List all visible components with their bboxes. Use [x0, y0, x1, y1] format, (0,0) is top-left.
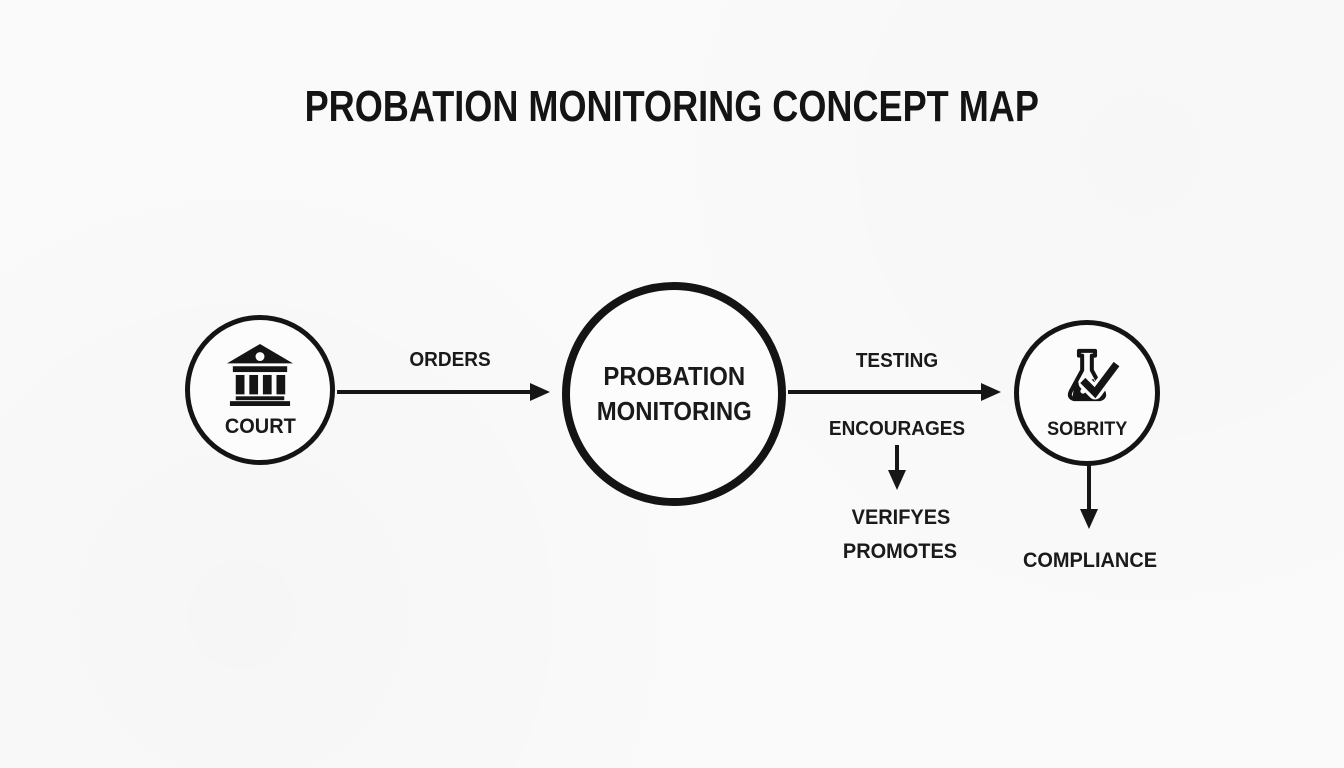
- courthouse-icon: [222, 342, 298, 411]
- encourages-edge-label: ENCOURAGES: [828, 418, 966, 440]
- sobriety-label: SOBRITY: [1046, 418, 1128, 440]
- court-label: COURT: [224, 414, 296, 438]
- probation-label-line1: PROBATION: [603, 360, 745, 391]
- flask-check-icon: [1053, 346, 1122, 417]
- page-title: PROBATION MONITORING CONCEPT MAP: [0, 82, 1344, 132]
- orders-edge-label: ORDERS: [409, 349, 491, 371]
- promotes-edge-label: PROMOTES: [842, 540, 958, 563]
- compliance-edge-label: COMPLIANCE: [1022, 549, 1158, 572]
- node-sobriety: SOBRITY: [1014, 320, 1160, 466]
- node-probation-monitoring: PROBATION MONITORING: [562, 282, 786, 506]
- probation-monitoring-label: PROBATION MONITORING: [596, 359, 751, 429]
- verifyes-edge-label: VERIFYES: [851, 506, 951, 529]
- node-court: COURT: [185, 315, 335, 465]
- testing-edge-label: TESTING: [855, 350, 939, 372]
- probation-label-line2: MONITORING: [596, 396, 752, 426]
- page-title-text: PROBATION MONITORING CONCEPT MAP: [304, 82, 1040, 131]
